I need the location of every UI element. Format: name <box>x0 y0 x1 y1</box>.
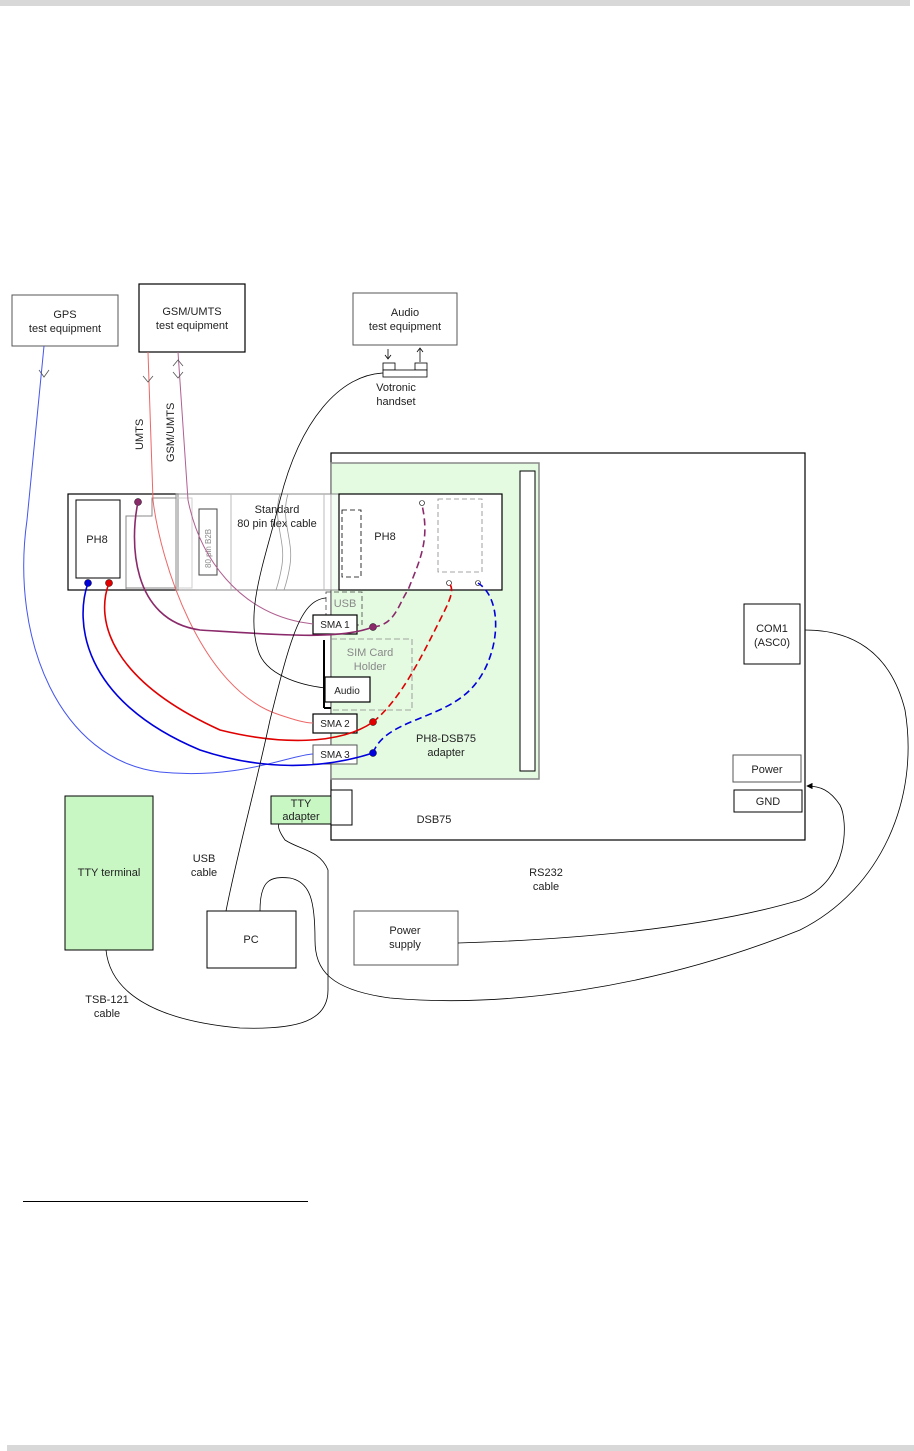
adapter-connector-strip <box>519 470 536 772</box>
usb-cable-label-2: cable <box>191 867 217 879</box>
power-cable <box>457 782 845 944</box>
gps-test-equipment: GPS test equipment <box>11 294 119 347</box>
svg-text:COM1: COM1 <box>756 623 788 635</box>
svg-text:80 pin B2B: 80 pin B2B <box>204 529 213 568</box>
svg-text:test equipment: test equipment <box>156 320 228 332</box>
svg-text:test equipment: test equipment <box>369 321 441 333</box>
dsb75-com1-port: COM1 (ASC0) <box>743 603 801 665</box>
svg-text:Votronic: Votronic <box>376 382 416 394</box>
svg-text:GPS: GPS <box>53 309 76 321</box>
adapter-usb-port: USB <box>325 591 363 626</box>
svg-text:USB: USB <box>334 598 357 610</box>
svg-text:Holder: Holder <box>354 661 387 673</box>
svg-text:SMA 2: SMA 2 <box>320 719 350 730</box>
gps-cable <box>23 345 314 775</box>
adapter-sma2: SMA 2 <box>312 713 358 734</box>
svg-text:Audio: Audio <box>391 307 419 319</box>
pc: PC <box>206 910 297 969</box>
dsb75-label: DSB75 <box>417 814 452 826</box>
svg-text:GSM/UMTS: GSM/UMTS <box>162 306 221 318</box>
ph8-module-left: PH8 <box>67 493 193 591</box>
dsb75-power-port: Power <box>732 754 802 783</box>
ph8-module-right: PH8 <box>338 493 503 591</box>
rs232-cable-label-2: cable <box>533 881 559 893</box>
tty-terminal: TTY terminal <box>64 795 154 951</box>
gsm-umts-test-equipment: GSM/UMTS test equipment <box>138 283 246 353</box>
usb-cable-label: USB <box>193 853 216 865</box>
svg-text:GND: GND <box>756 796 781 808</box>
usb-cable <box>225 597 327 912</box>
svg-text:SIM Card: SIM Card <box>347 647 393 659</box>
dsb75-tty-port <box>330 789 353 826</box>
adapter-sim-card-holder: SIM Card Holder <box>330 638 413 711</box>
tsb121-cable-label: TSB-121 <box>85 994 128 1006</box>
svg-text:80 pin flex cable: 80 pin flex cable <box>237 518 317 530</box>
svg-text:SMA 1: SMA 1 <box>320 620 350 631</box>
votronic-handset: Votronic handset <box>376 347 428 408</box>
adapter-label: PH8-DSB75 adapter <box>416 733 476 759</box>
svg-text:handset: handset <box>376 396 415 408</box>
svg-text:Power: Power <box>751 764 783 776</box>
dsb75-gnd-port: GND <box>733 789 803 813</box>
gsm-umts-cable-label: GSM/UMTS <box>165 403 177 462</box>
svg-text:Audio: Audio <box>334 686 360 697</box>
gsm-umts-cable <box>177 351 314 625</box>
page-footer-bar <box>7 1445 914 1451</box>
svg-text:PH8: PH8 <box>86 534 107 546</box>
svg-text:Power: Power <box>389 925 421 937</box>
tsb121-cable <box>105 823 329 1029</box>
umts-cable <box>147 351 314 724</box>
svg-text:PH8-DSB75: PH8-DSB75 <box>416 733 476 745</box>
svg-text:test equipment: test equipment <box>29 323 101 335</box>
adapter-sma1: SMA 1 <box>312 614 358 635</box>
rs232-cable <box>259 629 909 1001</box>
rs232-cable-label: RS232 <box>529 867 563 879</box>
svg-text:adapter: adapter <box>427 747 465 759</box>
tsb121-cable-label-2: cable <box>94 1008 120 1020</box>
svg-text:PH8: PH8 <box>374 531 395 543</box>
svg-text:supply: supply <box>389 939 421 951</box>
svg-text:Standard: Standard <box>255 504 300 516</box>
audio-cable <box>253 372 384 689</box>
svg-text:PC: PC <box>243 934 258 946</box>
page-header-bar <box>0 0 910 6</box>
footnote-separator <box>23 1201 308 1202</box>
tty-adapter: TTY adapter <box>270 795 332 825</box>
svg-text:SMA 3: SMA 3 <box>320 750 350 761</box>
svg-text:TTY: TTY <box>291 798 312 810</box>
svg-text:adapter: adapter <box>282 811 320 823</box>
svg-text:TTY terminal: TTY terminal <box>78 867 141 879</box>
adapter-audio-port: Audio <box>324 676 371 703</box>
audio-test-equipment: Audio test equipment <box>352 292 458 346</box>
svg-text:(ASC0): (ASC0) <box>754 637 790 649</box>
adapter-sma3: SMA 3 <box>312 744 358 765</box>
umts-cable-label: UMTS <box>134 419 146 450</box>
power-supply: Power supply <box>353 910 459 966</box>
